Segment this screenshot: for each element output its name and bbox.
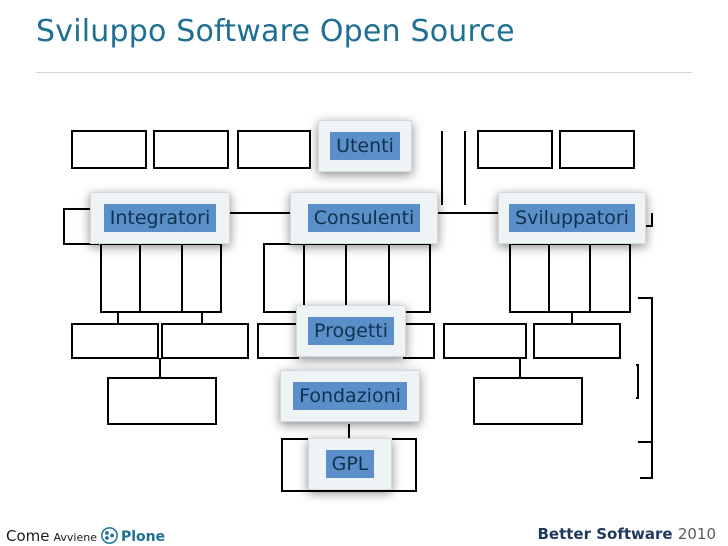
plone-logo-icon xyxy=(101,527,118,544)
label-integratori: Integratori xyxy=(90,192,230,244)
label-consulenti-text: Consulenti xyxy=(307,204,421,232)
chart-box xyxy=(237,130,311,169)
chart-box xyxy=(71,323,159,359)
footer-better-software-text: Better Software xyxy=(537,525,673,543)
footer-better-software: Better Software 2010 xyxy=(537,525,716,543)
slide-title: Sviluppo Software Open Source xyxy=(36,14,515,49)
chart-box xyxy=(71,130,147,169)
chart-box xyxy=(559,130,635,169)
chart-box xyxy=(477,130,553,169)
footer-year: 2010 xyxy=(677,525,716,543)
label-fondazioni: Fondazioni xyxy=(280,370,420,422)
label-progetti: Progetti xyxy=(296,305,406,357)
chart-box xyxy=(161,323,249,359)
chart-box xyxy=(153,130,229,169)
label-consulenti: Consulenti xyxy=(290,192,438,244)
footer-plone: Plone xyxy=(120,529,166,545)
footer-left: Come Avviene Plone xyxy=(6,524,165,545)
chart-box xyxy=(473,377,583,425)
chart-box xyxy=(403,323,435,359)
chart-bracket xyxy=(638,297,653,479)
chart-box xyxy=(100,243,222,313)
label-fondazioni-text: Fondazioni xyxy=(293,382,407,410)
title-divider xyxy=(36,72,692,73)
chart-box xyxy=(533,323,621,359)
footer-come: Come xyxy=(6,527,50,545)
chart-box xyxy=(107,377,217,425)
chart-box xyxy=(443,323,527,359)
footer: Come Avviene Plone Better Software 2010 xyxy=(0,518,728,546)
footer-avviene: Avviene xyxy=(53,531,97,544)
label-progetti-text: Progetti xyxy=(307,317,395,345)
label-utenti-text: Utenti xyxy=(330,132,400,160)
label-gpl: GPL xyxy=(308,438,392,490)
label-gpl-text: GPL xyxy=(325,450,375,478)
chart-box xyxy=(509,243,631,313)
chart-bracket xyxy=(636,364,639,399)
label-sviluppatori-text: Sviluppatori xyxy=(509,204,635,232)
chart-box xyxy=(257,323,299,359)
label-utenti: Utenti xyxy=(318,120,412,172)
label-integratori-text: Integratori xyxy=(103,204,217,232)
label-sviluppatori: Sviluppatori xyxy=(498,192,646,244)
